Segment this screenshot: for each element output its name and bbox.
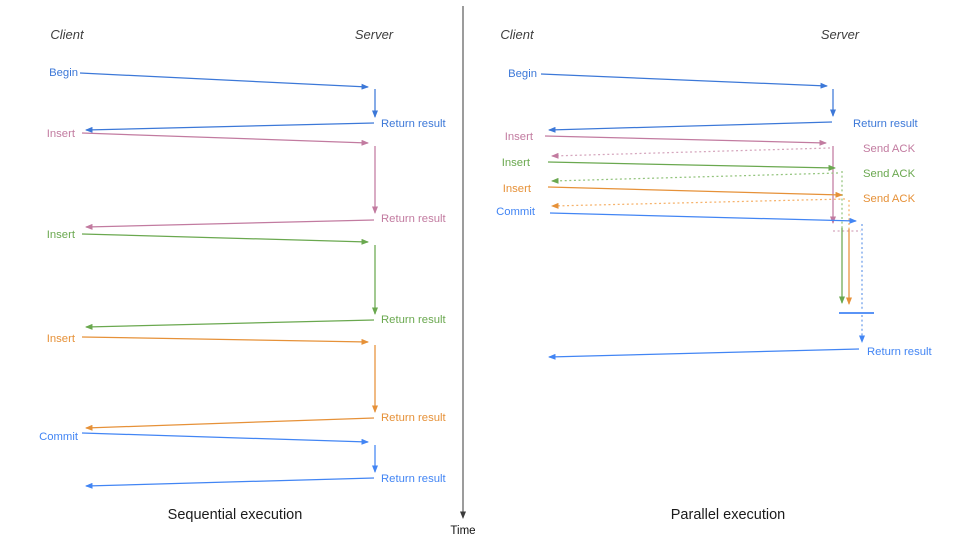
response-arrow bbox=[85, 219, 375, 230]
par-step-commit: Commit Return result bbox=[496, 206, 933, 360]
response-arrow bbox=[548, 348, 860, 360]
server-lane-label: Server bbox=[821, 27, 860, 42]
time-axis: Time bbox=[450, 6, 476, 537]
request-label: Insert bbox=[505, 131, 534, 143]
par-step-insert-2: Insert Send ACK bbox=[502, 157, 916, 304]
request-label: Insert bbox=[47, 128, 76, 140]
ack-label: Send ACK bbox=[863, 143, 916, 155]
request-arrow bbox=[79, 72, 369, 90]
response-label: Return result bbox=[853, 118, 919, 130]
panel-caption: Parallel execution bbox=[671, 507, 785, 523]
response-label: Return result bbox=[381, 412, 447, 424]
ack-label: Send ACK bbox=[863, 168, 916, 180]
par-step-begin: Begin Return result bbox=[508, 68, 919, 133]
request-label: Insert bbox=[47, 333, 76, 345]
ack-dashed-arrow bbox=[551, 172, 839, 184]
parallel-panel: Client Server Begin Return result Insert… bbox=[496, 27, 932, 523]
request-arrow bbox=[544, 135, 827, 146]
response-label: Return result bbox=[381, 118, 447, 130]
client-lane-label: Client bbox=[50, 27, 85, 42]
request-arrow bbox=[81, 432, 369, 445]
ack-label: Send ACK bbox=[863, 193, 916, 205]
ack-dashed-arrow bbox=[551, 198, 846, 209]
sequential-panel: Client Server Begin Return result Insert… bbox=[39, 27, 446, 523]
request-arrow bbox=[81, 233, 369, 245]
request-arrow bbox=[547, 186, 843, 198]
request-arrow bbox=[547, 161, 836, 171]
request-label: Insert bbox=[503, 183, 532, 195]
request-arrow bbox=[81, 132, 369, 146]
request-label: Commit bbox=[496, 206, 536, 218]
response-arrow bbox=[85, 319, 375, 330]
response-label: Return result bbox=[381, 473, 447, 485]
request-label: Insert bbox=[502, 157, 531, 169]
request-label: Insert bbox=[47, 229, 76, 241]
seq-step-insert-2: Insert Return result bbox=[47, 229, 447, 330]
ack-dashed-arrow bbox=[551, 147, 831, 159]
request-arrow bbox=[549, 212, 857, 224]
client-lane-label: Client bbox=[500, 27, 535, 42]
seq-step-commit: Commit Return result bbox=[39, 431, 447, 489]
request-label: Commit bbox=[39, 431, 79, 443]
seq-step-insert-1: Insert Return result bbox=[47, 128, 447, 230]
request-arrow bbox=[81, 336, 369, 345]
request-label: Begin bbox=[508, 68, 537, 80]
par-step-insert-3: Insert Send ACK bbox=[503, 183, 916, 305]
response-label: Return result bbox=[381, 314, 447, 326]
response-label: Return result bbox=[867, 346, 933, 358]
request-label: Begin bbox=[49, 67, 78, 79]
response-arrow bbox=[85, 477, 375, 489]
server-lane-label: Server bbox=[355, 27, 394, 42]
response-arrow bbox=[85, 122, 375, 133]
seq-step-begin: Begin Return result bbox=[49, 67, 447, 133]
time-axis-label: Time bbox=[450, 525, 475, 537]
response-label: Return result bbox=[381, 213, 447, 225]
request-arrow bbox=[540, 73, 828, 89]
seq-step-insert-3: Insert Return result bbox=[47, 333, 447, 431]
response-arrow bbox=[548, 121, 833, 133]
response-arrow bbox=[85, 417, 375, 431]
panel-caption: Sequential execution bbox=[168, 507, 303, 523]
par-step-insert-1: Insert Send ACK bbox=[505, 131, 916, 232]
